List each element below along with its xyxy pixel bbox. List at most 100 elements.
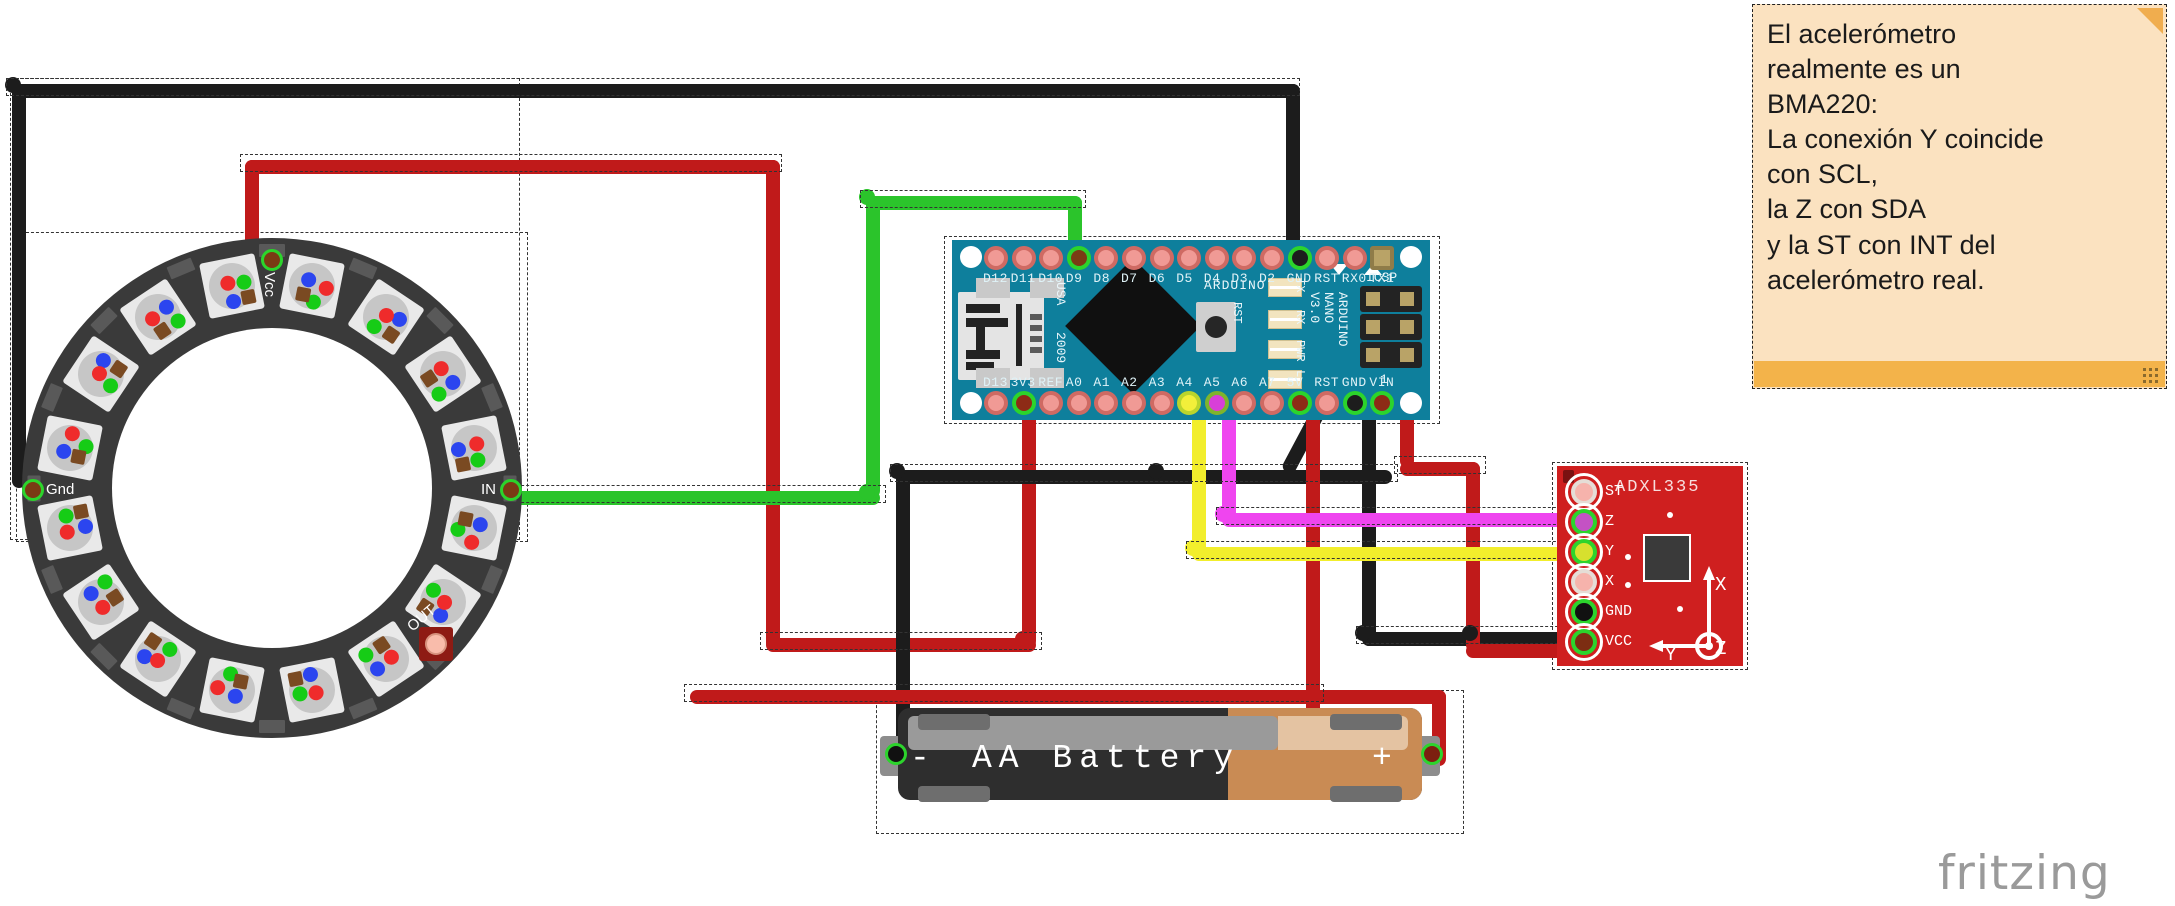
nano-pin-a1-bottom[interactable] — [1094, 391, 1119, 415]
wire-ring-gnd-vertical[interactable] — [12, 84, 26, 488]
nano-pin-rst[interactable] — [1315, 246, 1340, 270]
nano-pin-tx1[interactable] — [1370, 246, 1395, 270]
wire-battery-pos-rail[interactable] — [1306, 690, 1446, 704]
icsp-header-row1[interactable] — [1360, 286, 1422, 312]
nano-pin-label-3v3-bottom: 3V3 — [1010, 375, 1036, 390]
note-resize-grip[interactable] — [2143, 368, 2161, 384]
nano-pin-a3-bottom[interactable] — [1149, 391, 1174, 415]
nano-pin-a4-bottom[interactable] — [1177, 391, 1202, 415]
nano-pin-gnd-bottom[interactable] — [1342, 391, 1367, 415]
wire-a4-to-y[interactable] — [1192, 547, 1572, 561]
nano-pin-5v-bottom[interactable] — [1287, 391, 1312, 415]
wire-a5-stub[interactable] — [1222, 406, 1236, 520]
neopixel-ring[interactable]: Vcc Gnd IN OUT — [22, 238, 522, 738]
wire-3v3-down[interactable] — [1022, 410, 1036, 648]
ring-pin-in-label: IN — [481, 481, 496, 498]
nano-pin-d7[interactable] — [1122, 246, 1146, 270]
note-text: El acelerómetro realmente es un BMA220: … — [1767, 19, 2044, 295]
nano-pin-d9[interactable] — [1066, 246, 1091, 270]
icsp-header-row3[interactable] — [1360, 342, 1422, 368]
nano-pin-label-a5-bottom: A5 — [1203, 375, 1221, 390]
wire-5v-to-battery-rail[interactable] — [690, 690, 1314, 704]
bendpoint-a4[interactable] — [1185, 540, 1201, 556]
arduino-nano-board[interactable]: RST ARDUINO.CC USA 2009 TX RX PWR L ARDU… — [952, 240, 1430, 420]
wire-ring-vcc-down[interactable] — [766, 160, 780, 650]
battery-terminal-positive[interactable] — [1421, 743, 1443, 765]
nano-pin-label-ref-bottom: REF — [1038, 375, 1064, 390]
wire-gnd-trunk[interactable] — [896, 470, 1392, 484]
ring-pin-out[interactable] — [419, 627, 453, 661]
bendpoint-ring-gnd[interactable] — [5, 77, 21, 93]
ring-led — [37, 414, 103, 481]
wire-vin-to-vcc[interactable] — [1466, 644, 1582, 658]
nano-pin-d11[interactable] — [1011, 246, 1036, 270]
nano-pin-a6-bottom[interactable] — [1232, 391, 1257, 415]
nano-pin-a5-bottom[interactable] — [1204, 391, 1229, 415]
nano-pin-d5[interactable] — [1177, 246, 1202, 270]
nano-pin-label-tx1: TX1 — [1369, 271, 1395, 286]
nano-pin-d4[interactable] — [1204, 246, 1229, 270]
nano-pin-d8[interactable] — [1094, 246, 1119, 270]
wire-5v-stub[interactable] — [1306, 406, 1320, 746]
nano-pin-d6[interactable] — [1149, 246, 1174, 270]
nano-pin-rst-bottom[interactable] — [1315, 391, 1340, 415]
led-pwr — [1268, 340, 1302, 359]
ring-pin-gnd[interactable] — [22, 479, 44, 501]
nano-pin-gnd[interactable] — [1287, 246, 1312, 270]
aa-battery[interactable]: - AA Battery + — [880, 700, 1443, 806]
nano-pin-d13-bottom[interactable] — [984, 391, 1008, 415]
wire-a5-to-z[interactable] — [1222, 513, 1572, 527]
adxl-pin-x[interactable] — [1571, 569, 1597, 595]
wire-d9-horizontal[interactable] — [866, 196, 1082, 210]
bendpoint-gnd-adxl[interactable] — [1462, 625, 1478, 641]
usb-shield-tab-top — [976, 278, 1010, 298]
bendpoint-gnd-lower[interactable] — [1355, 625, 1371, 641]
wire-vin-horizontal[interactable] — [1400, 462, 1480, 476]
ring-led — [279, 657, 346, 723]
wire-ring-gnd-top[interactable] — [12, 84, 1300, 98]
bendpoint-3v3[interactable] — [1015, 631, 1031, 647]
mount-hole-bl — [960, 392, 982, 414]
bendpoint-in-green[interactable] — [859, 484, 875, 500]
bendpoint-gnd-mid[interactable] — [1148, 463, 1164, 479]
nano-pin-d10[interactable] — [1039, 246, 1064, 270]
wire-gnd-down-to-nano[interactable] — [1286, 84, 1300, 264]
wire-vin-stub[interactable] — [1400, 406, 1414, 468]
nano-pin-d2[interactable] — [1260, 246, 1284, 270]
nano-pin-label-a7-bottom: A7 — [1259, 375, 1276, 390]
nano-pin-a0-bottom[interactable] — [1066, 391, 1091, 415]
nano-pin-label-d9: D9 — [1065, 271, 1083, 286]
wire-gnd-to-battery[interactable] — [896, 470, 910, 762]
battery-body — [898, 708, 1422, 802]
nano-pin-d3[interactable] — [1232, 246, 1257, 270]
adxl-pin-vcc[interactable] — [1571, 629, 1597, 655]
bendpoint-a5[interactable] — [1215, 506, 1231, 522]
wire-ring-in-horizontal[interactable] — [500, 491, 880, 505]
nano-pin-a7-bottom[interactable] — [1260, 391, 1284, 415]
reset-button[interactable] — [1196, 302, 1236, 352]
icsp-header-row2[interactable] — [1360, 314, 1422, 340]
led-l — [1268, 370, 1302, 389]
bendpoint-gnd-left[interactable] — [889, 463, 905, 479]
ring-pin-in[interactable] — [500, 479, 522, 501]
nano-pin-rx0[interactable] — [1342, 246, 1367, 270]
nano-pin-a2-bottom[interactable] — [1122, 391, 1146, 415]
nano-pin-label-a4-bottom: A4 — [1176, 375, 1193, 390]
adxl-pin-st[interactable] — [1571, 479, 1597, 505]
wire-ring-in-vertical[interactable] — [866, 196, 880, 498]
nano-pin-d12[interactable] — [984, 246, 1008, 270]
nano-pin-ref-bottom[interactable] — [1039, 391, 1064, 415]
sticky-note[interactable]: El acelerómetro realmente es un BMA220: … — [1752, 4, 2167, 389]
wire-a4-stub[interactable] — [1192, 406, 1206, 554]
battery-terminal-negative[interactable] — [885, 743, 907, 765]
adxl-pin-label-y: Y — [1605, 543, 1615, 560]
wire-ring-vcc-top[interactable] — [245, 160, 780, 174]
adxl-pin-z[interactable] — [1571, 509, 1597, 535]
ring-pin-vcc[interactable] — [261, 249, 283, 271]
bendpoint-d9-green[interactable] — [859, 189, 875, 205]
adxl-pin-y[interactable] — [1571, 539, 1597, 565]
nano-pin-3v3-bottom[interactable] — [1011, 391, 1036, 415]
adxl-pin-gnd[interactable] — [1571, 599, 1597, 625]
nano-pin-vin-bottom[interactable] — [1370, 391, 1395, 415]
